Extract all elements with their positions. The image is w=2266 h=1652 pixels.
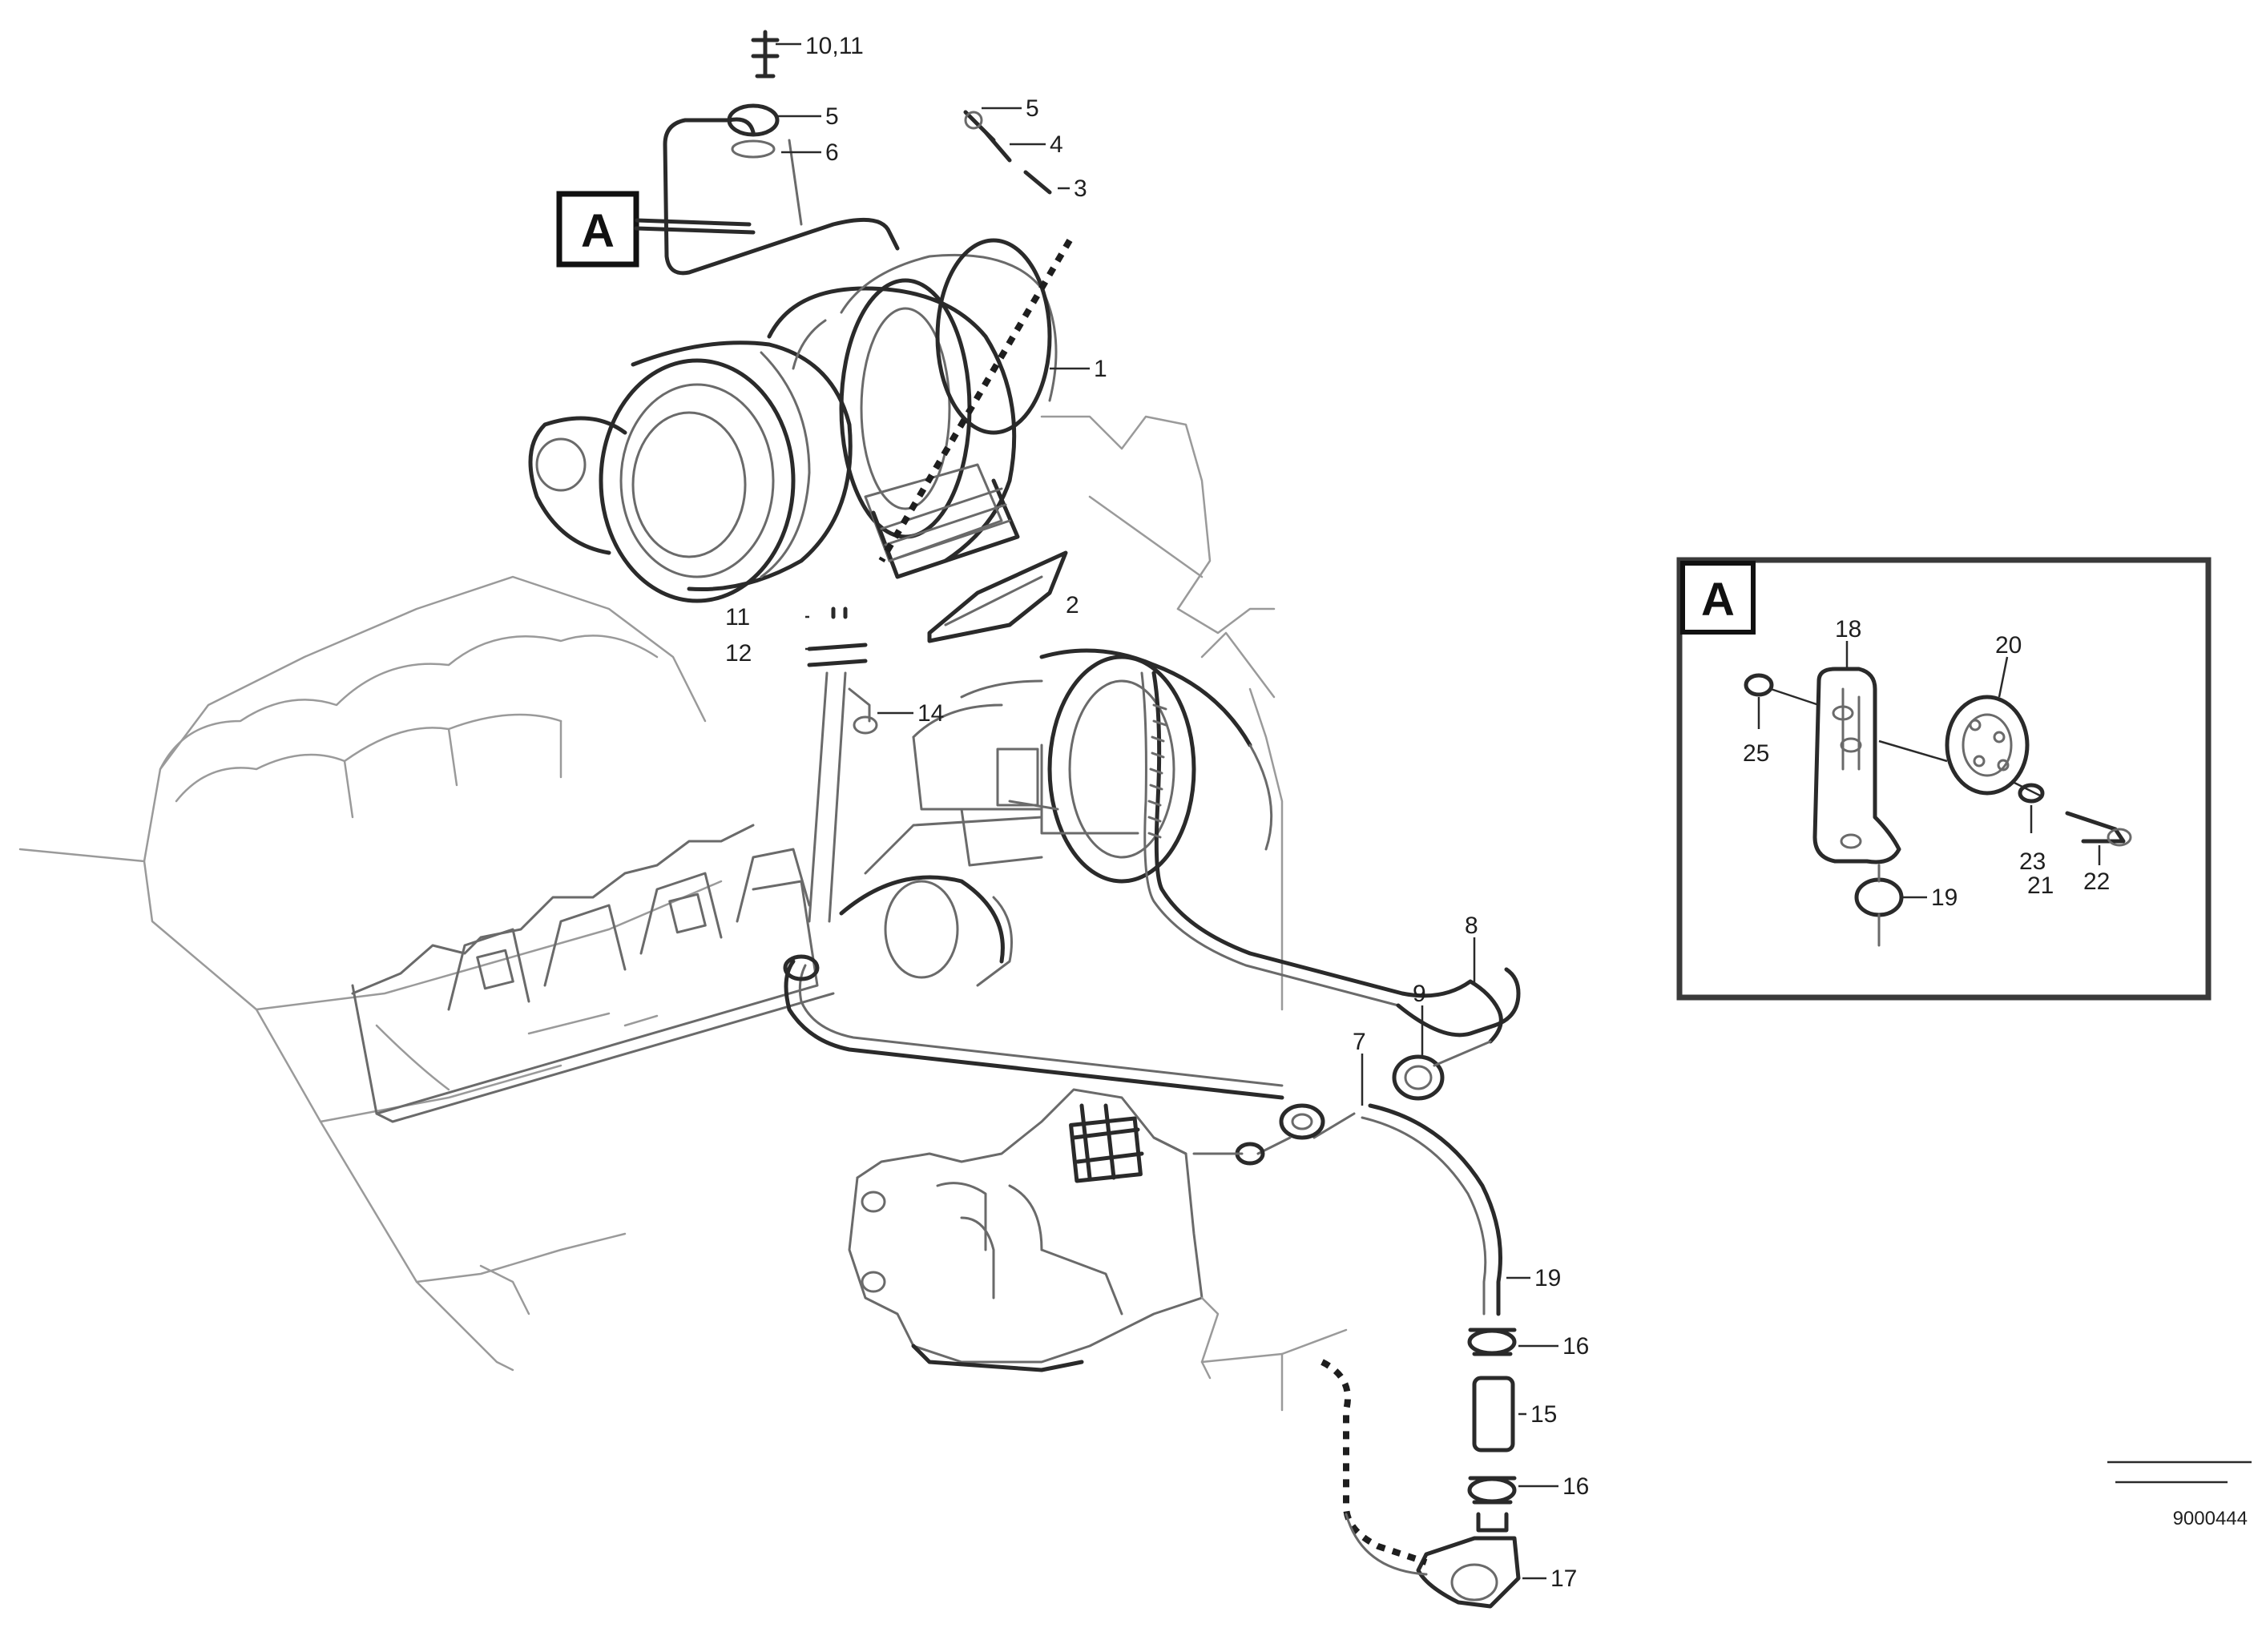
callout-16a: 16 <box>1562 1333 1589 1360</box>
oil-return-hose <box>1140 671 1521 1101</box>
inset-letter: A <box>1701 574 1735 626</box>
inset-callout-23: 23 <box>2019 848 2046 875</box>
inset-callout-18: 18 <box>1835 616 1861 643</box>
callout-4: 4 <box>1050 131 1063 158</box>
callout-17: 17 <box>1550 1565 1577 1592</box>
callout-3: 3 <box>1074 175 1087 202</box>
exhaust-elbow <box>839 631 1284 1011</box>
callout-2: 2 <box>1066 592 1079 618</box>
callout-12: 12 <box>725 640 752 667</box>
inset-detail-a: A 18 20 25 23 22 21 <box>1676 557 2212 1001</box>
oil-drain-pipe <box>783 954 1356 1166</box>
figure-code: 9000444 <box>2173 1508 2248 1529</box>
drain-hose-dashed <box>1320 1359 1428 1565</box>
turbo-gasket <box>927 550 1068 643</box>
callout-7: 7 <box>1353 1029 1366 1055</box>
inset-callout-20: 20 <box>1995 632 2022 659</box>
detail-marker-a: A <box>556 191 756 268</box>
drain-hose-join <box>1345 1513 1428 1576</box>
callout-1: 1 <box>1094 356 1107 382</box>
leader-lines <box>776 42 1558 1580</box>
detail-marker-a-letter: A <box>581 205 615 257</box>
oil-feed-pipe <box>663 30 900 276</box>
callout-6: 6 <box>825 139 839 166</box>
inset-callout-21: 21 <box>2027 872 2054 899</box>
hose-assembly-right <box>1361 1103 1521 1609</box>
stud-rod-dashed <box>878 238 1073 563</box>
turbocharger <box>528 238 1276 635</box>
callout-19: 19 <box>1534 1265 1561 1291</box>
exhaust-manifold <box>351 824 835 1123</box>
callout-5a: 5 <box>825 103 839 130</box>
inset-callout-25: 25 <box>1743 740 1769 767</box>
engine-block-outline <box>18 575 723 1372</box>
figure-id: 9000444 <box>2107 1461 2252 1529</box>
inset-callout-22: 22 <box>2083 868 2110 895</box>
callouts-main: 10,11 5 6 5 4 3 1 2 11 12 14 8 9 7 19 16… <box>725 33 1589 1592</box>
callout-10-11: 10,11 <box>805 33 864 59</box>
oil-filter-housing <box>848 1088 1348 1412</box>
callout-16b: 16 <box>1562 1473 1589 1500</box>
callout-5b: 5 <box>1026 95 1039 122</box>
callout-8: 8 <box>1465 913 1478 939</box>
support-rod <box>807 606 878 923</box>
callout-11: 11 <box>725 604 750 631</box>
callout-15: 15 <box>1530 1401 1557 1428</box>
inset-callout-19: 19 <box>1931 884 1958 911</box>
bolt-set-upper <box>963 110 1052 195</box>
callout-9: 9 <box>1413 981 1426 1007</box>
callout-14: 14 <box>917 700 944 727</box>
